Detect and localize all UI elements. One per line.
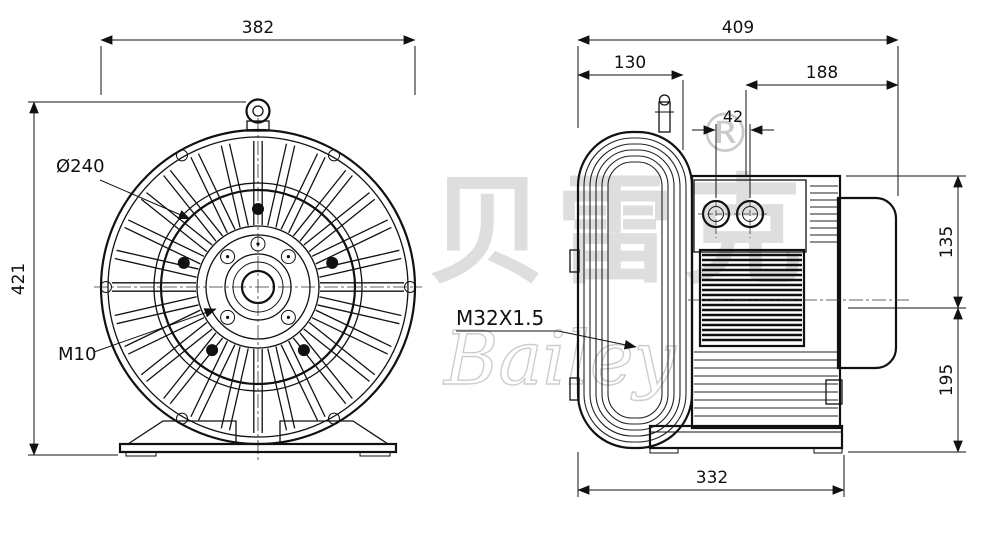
housing-clamp-lower [569,377,580,401]
rim-screws [100,149,416,425]
thread-label-text: M32X1.5 [456,306,544,330]
front-view: 382 421 Ø240 M10 [9,18,422,460]
shaft-bore [240,269,276,305]
hub-boss [224,253,292,321]
dim-side-total-width: 409 [577,18,899,196]
watermark: 贝雷克 ® Bailey [428,102,812,403]
dim-label-409: 409 [722,18,754,38]
bolt-circle-240 [159,188,357,386]
lifting-eye [245,98,271,132]
watermark-cjk-text: 贝雷克 [428,162,812,300]
base-plate [648,424,844,454]
dim-label-42: 42 [723,107,743,126]
top-pipe-fitting [655,94,674,133]
guard-bolts [177,203,339,357]
label-diameter-240: Ø240 [56,156,191,220]
hub-ring-outer [196,225,320,349]
dim-label-382: 382 [242,18,274,38]
mid-ring-outer [153,182,363,392]
dim-front-height: 421 [9,101,246,456]
diameter-label-text: Ø240 [56,156,105,177]
hub-ring-inner [205,234,311,340]
housing-clamp-upper [569,249,580,273]
hub-screws [220,236,296,325]
label-thread-m32: M32X1.5 [456,306,637,350]
cable-gland [825,379,843,405]
dim-base-length: 332 [577,452,845,497]
motor-body [690,174,843,430]
dim-label-421: 421 [9,263,29,295]
mounting-feet [118,420,398,457]
threaded-ports [698,192,768,238]
dim-heights: 135 195 [846,175,966,453]
dim-label-135: 135 [937,226,957,258]
motor-lower-fins [694,351,838,417]
dim-motor-length: 188 [745,63,899,176]
dim-port-spacing: 42 [692,107,774,198]
dim-label-195: 195 [937,364,957,396]
guard-inner-rim [107,136,409,438]
motor-top-fins [810,185,838,243]
side-view: 409 130 188 42 135 [456,18,966,497]
hub-boss-inner [232,261,284,313]
dim-fan-depth: 130 [577,53,684,150]
dim-label-130: 130 [614,53,646,73]
bolt-label-text: M10 [58,344,96,365]
dim-front-width: 382 [100,18,416,95]
dim-label-332: 332 [696,468,728,488]
watermark-latin-text: Bailey [442,316,677,402]
dim-label-188: 188 [806,63,838,83]
fan-housing [569,130,694,450]
label-bolt-m10: M10 [58,308,217,365]
motor-end-cap [836,196,898,370]
